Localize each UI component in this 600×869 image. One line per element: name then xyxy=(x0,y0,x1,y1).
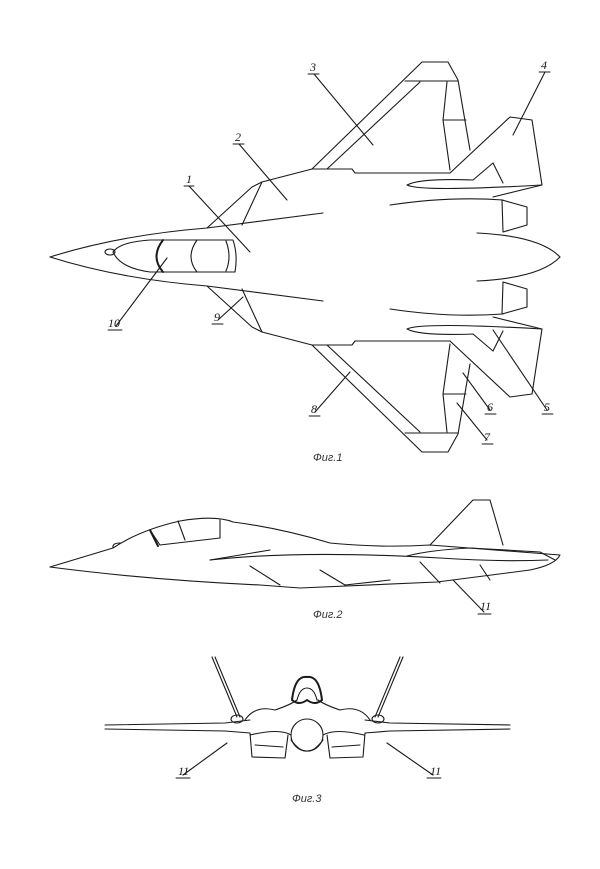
fig3-leader-lines xyxy=(175,742,442,779)
fig1-leader-lines xyxy=(107,71,554,445)
fig1-top-view: 1 2 3 4 5 6 7 8 9 10 Фиг.1 xyxy=(49,58,561,464)
callout-9: 9 xyxy=(214,310,220,324)
callout-7: 7 xyxy=(484,430,491,444)
aircraft-top-upper-half xyxy=(49,61,561,258)
callout-11-left: 11 xyxy=(178,764,189,778)
callout-10: 10 xyxy=(108,316,120,330)
fig3-front-view: 11 11 Фиг.3 xyxy=(104,656,511,805)
fig2-caption: Фиг.2 xyxy=(313,609,342,621)
callout-11: 11 xyxy=(480,599,491,613)
callout-5: 5 xyxy=(544,400,550,414)
callout-6: 6 xyxy=(487,400,493,414)
fig2-leader-lines xyxy=(452,579,492,615)
fig3-caption: Фиг.3 xyxy=(292,793,322,805)
cockpit-canopy xyxy=(104,239,237,273)
aircraft-side-outline xyxy=(49,499,561,589)
fig1-caption: Фиг.1 xyxy=(313,452,342,464)
callout-11-right: 11 xyxy=(430,764,441,778)
callout-3: 3 xyxy=(309,60,316,74)
fig2-side-view: 11 Фиг.2 xyxy=(49,499,561,621)
callout-1: 1 xyxy=(186,172,192,186)
callout-2: 2 xyxy=(235,130,241,144)
callout-4: 4 xyxy=(541,58,547,72)
aircraft-top-lower-half xyxy=(49,256,561,453)
aircraft-front-outline xyxy=(104,656,511,759)
callout-8: 8 xyxy=(311,402,317,416)
